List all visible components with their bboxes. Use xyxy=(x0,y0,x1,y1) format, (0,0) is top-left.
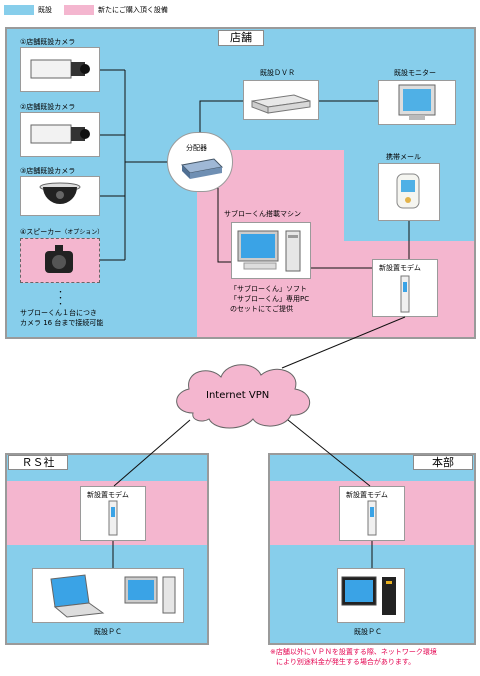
speaker-option-text: （オプション） xyxy=(61,229,104,236)
mobile-mail-label: 携帯メール xyxy=(386,153,421,161)
machine-label: サブローくん搭載マシン xyxy=(224,210,301,218)
splitter-card: 分配器 xyxy=(167,132,233,192)
hq-pc-label: 既設ＰＣ xyxy=(354,628,382,636)
laptop-icon xyxy=(50,574,105,618)
splitter-icon xyxy=(180,158,224,179)
monitor-card xyxy=(378,80,456,125)
machine-card xyxy=(231,222,311,279)
hq-modem-label: 新設置モデム xyxy=(346,491,388,499)
dvr-label: 既設ＤＶＲ xyxy=(260,69,295,77)
speaker-label: ④スピーカー（オプション） xyxy=(20,227,103,237)
box-camera-icon xyxy=(30,124,90,144)
rs-modem-label: 新設置モデム xyxy=(87,491,129,499)
hq-pc-card xyxy=(337,568,405,623)
mobile-phone-icon xyxy=(396,173,420,209)
store-modem-card: 新設置モデム xyxy=(372,259,438,317)
internet-cloud-label: Internet VPN xyxy=(206,390,270,401)
desktop-pc-icon xyxy=(237,230,301,272)
camera-2-card xyxy=(20,112,100,157)
machine-note-line1: 「サブローくん」ソフト xyxy=(230,285,307,293)
dvr-card xyxy=(243,80,319,120)
dome-camera-icon xyxy=(39,182,81,204)
store-title: 店舗 xyxy=(218,30,264,46)
camera-ellipsis: ・・・ xyxy=(57,288,64,308)
legend-new-swatch xyxy=(64,5,94,15)
speaker-label-text: ④スピーカー xyxy=(20,228,62,236)
modem-icon xyxy=(367,500,377,536)
modem-icon xyxy=(108,500,118,536)
speaker-card xyxy=(20,238,100,283)
hq-title: 本部 xyxy=(413,455,473,470)
splitter-label: 分配器 xyxy=(186,144,207,152)
monitor-label: 既設モニター xyxy=(394,69,436,77)
legend-existing-label: 既設 xyxy=(38,6,52,14)
desktop-pc-icon xyxy=(341,576,396,615)
footnote-line1: ※店舗以外にＶＰＮを設置する際、ネットワーク環境 xyxy=(270,648,437,656)
desktop-pc-icon xyxy=(124,576,176,614)
rs-title: ＲＳ社 xyxy=(8,455,68,470)
machine-note-line2: 「サブローくん」専用PC xyxy=(230,295,310,303)
store-modem-label: 新設置モデム xyxy=(379,264,421,272)
box-camera-icon xyxy=(30,59,90,79)
rs-pc-label: 既設ＰＣ xyxy=(94,628,122,636)
camera-note-line1: サブローくん１台につき xyxy=(20,309,97,317)
speaker-icon xyxy=(45,245,73,273)
camera-3-label: ③店舗既設カメラ xyxy=(20,167,76,175)
crt-monitor-icon xyxy=(398,84,436,120)
camera-1-card xyxy=(20,47,100,92)
camera-3-card xyxy=(20,176,100,216)
camera-note-line2: カメラ 16 台まで接続可能 xyxy=(20,319,104,327)
legend-existing-swatch xyxy=(4,5,34,15)
internet-cloud xyxy=(176,364,311,429)
camera-2-label: ②店舗既設カメラ xyxy=(20,103,76,111)
camera-1-label: ①店舗既設カメラ xyxy=(20,38,76,46)
legend-new-label: 新たにご購入頂く設備 xyxy=(98,6,168,14)
footnote-line2: により別途料金が発生する場合があります。 xyxy=(276,658,416,666)
mobile-mail-card xyxy=(378,163,440,221)
machine-note-line3: のセットにてご提供 xyxy=(230,305,293,313)
rs-pc-card xyxy=(32,568,184,623)
rs-modem-card: 新設置モデム xyxy=(80,486,146,541)
dvr-icon xyxy=(251,94,311,114)
hq-modem-card: 新設置モデム xyxy=(339,486,405,541)
modem-icon xyxy=(400,275,410,313)
